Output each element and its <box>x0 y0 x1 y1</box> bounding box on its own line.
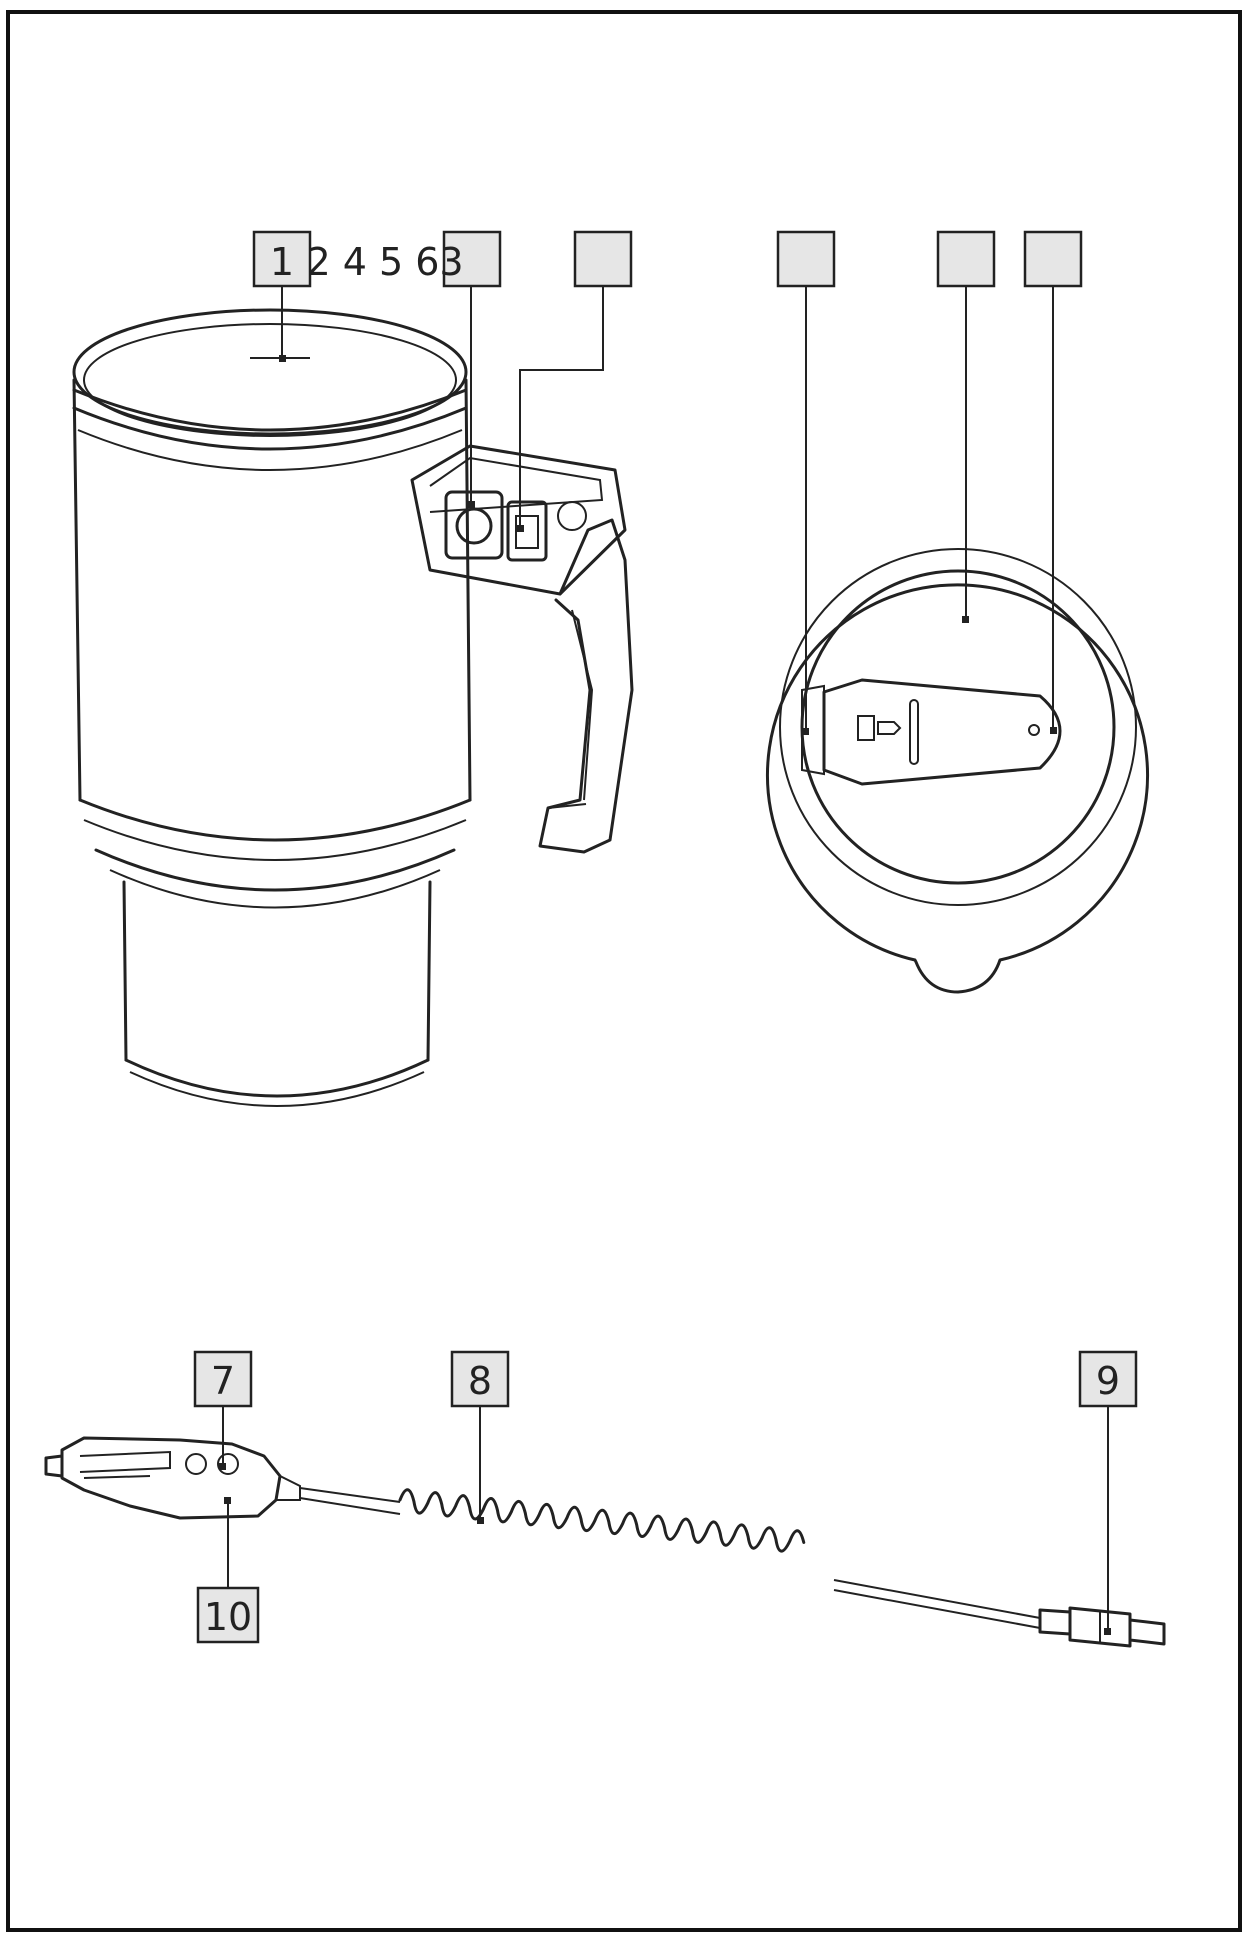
car-charger-plug-icon <box>44 1436 301 1520</box>
callout-box-10 <box>196 1586 260 1644</box>
callout-10-label: 10 <box>204 1595 252 1639</box>
callout-box-7 <box>193 1350 253 1408</box>
mug-lid-icon <box>766 548 1149 994</box>
callout-box-8 <box>450 1350 510 1408</box>
callout-1 <box>252 230 312 288</box>
dc-connector-icon <box>1038 1606 1166 1648</box>
callout-box-9 <box>1078 1350 1138 1408</box>
callout-7-label: 7 <box>211 1359 235 1403</box>
callout-9-label: 9 <box>1096 1359 1120 1403</box>
mug-icon <box>72 308 634 1107</box>
callout-box-4 <box>776 230 836 288</box>
callout-box-5 <box>936 230 996 288</box>
callout-box-2 <box>442 230 502 288</box>
page-border <box>6 10 1242 1932</box>
callout-row-labels: 2 4 5 63 <box>306 240 463 284</box>
callout-points <box>219 355 1111 1635</box>
callout-1-label: 1 <box>270 240 294 284</box>
callout-8-label: 8 <box>468 1359 492 1403</box>
leader-lines <box>222 286 1109 1632</box>
coiled-cable-icon <box>299 1487 1041 1629</box>
callout-box-6 <box>1023 230 1083 288</box>
callout-box-3 <box>573 230 633 288</box>
